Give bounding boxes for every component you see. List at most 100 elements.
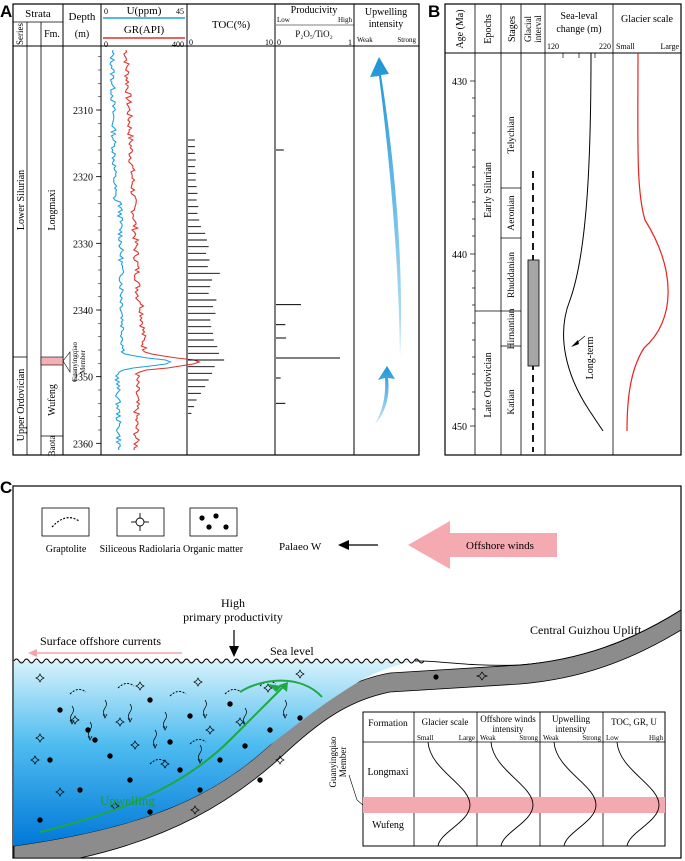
sinking-arrowhead xyxy=(162,725,168,731)
glacial-interval-box xyxy=(527,259,540,367)
gr-axis-min: 0 xyxy=(104,40,108,49)
graptolite-particle xyxy=(259,680,277,687)
radiolaria-particle xyxy=(55,787,65,797)
trend-curve-upwelling xyxy=(553,741,597,847)
radiolaria-particle xyxy=(190,805,200,815)
offshore-winds-label: Offshore winds xyxy=(466,540,534,552)
organic-matter-dot xyxy=(57,707,63,713)
stage-telychian: Telychian xyxy=(507,116,517,154)
sinking-particle-arrow xyxy=(163,711,167,729)
guanyingqiao-band-c xyxy=(363,797,665,813)
gr-curve xyxy=(123,49,201,451)
organic-matter-dot xyxy=(267,727,273,733)
glacier-large: Large xyxy=(660,42,679,51)
radiolaria-particle xyxy=(235,717,245,727)
upw-weak: Weak xyxy=(357,36,373,44)
productivity-bars xyxy=(276,149,340,404)
radiolaria-particle xyxy=(130,740,140,750)
header-stages: Stages xyxy=(507,16,518,42)
trend-curve-winds xyxy=(490,741,534,847)
panel-b-label: B xyxy=(428,2,440,21)
toc-axis-min: 0 xyxy=(189,38,193,47)
header-u: U(ppm) xyxy=(127,5,162,17)
productivity-high: High xyxy=(221,596,245,610)
organic-matter-dot xyxy=(127,777,133,783)
productivity-arrow-icon xyxy=(229,646,239,657)
sinking-arrowhead xyxy=(152,743,158,749)
header-sea2: change (m) xyxy=(556,24,601,35)
sinking-particle-arrow xyxy=(203,699,207,717)
radiolaria-particle xyxy=(135,681,145,691)
radiolaria-particle xyxy=(35,733,45,743)
table-formation: Formation xyxy=(368,719,408,729)
header-toc: TOC(%) xyxy=(212,19,251,31)
graptolite-particle xyxy=(69,688,87,695)
col-toc-lo: Low xyxy=(606,734,620,742)
gr-axis-max: 400 xyxy=(172,40,184,49)
organic-matter-dot xyxy=(187,713,193,719)
upwelling-label: Upwelling xyxy=(100,793,155,808)
surface-currents-label: Surface offshore currents xyxy=(40,634,161,648)
series-upper-ordovician: Upper Ordovician xyxy=(16,369,27,441)
col-glacier: Glacier scale xyxy=(422,717,469,727)
panel-b-frame xyxy=(444,3,682,456)
fm-wufeng: Wufeng xyxy=(47,384,58,416)
header-productivity: Producivity xyxy=(291,5,338,16)
stage-hirnantian: Hirnantian xyxy=(507,308,517,349)
fm-baota: Baota xyxy=(47,436,57,457)
radiolaria-particle xyxy=(263,683,273,693)
graptolite-particle xyxy=(117,682,135,689)
organic-matter-dot xyxy=(167,739,173,745)
header-sea1: Sea-leval xyxy=(560,11,597,22)
organic-matter-dot xyxy=(107,753,113,759)
member-c-2: Member xyxy=(338,747,348,778)
header-interval: interval xyxy=(533,15,543,43)
u-axis-min: 0 xyxy=(104,7,108,16)
radiolaria-particle xyxy=(30,755,40,765)
organic-matter-dot xyxy=(257,777,263,783)
trend-table: Formation Glacier scale Small Large Offs… xyxy=(362,711,666,847)
depth-tick-label: 2360 xyxy=(73,439,93,450)
col-winds-lo: Weak xyxy=(480,734,496,742)
row-longmaxi: Longmaxi xyxy=(367,767,408,778)
sea-level-curve xyxy=(563,52,604,432)
epoch-early-silurian: Early Silurian xyxy=(483,162,494,218)
sinking-particle-arrow xyxy=(128,703,132,721)
panel-c: C Graptolite Siliceous Radiolaria Organi… xyxy=(0,478,682,859)
header-depth-unit: (m) xyxy=(75,29,89,40)
col-winds: Offshore winds xyxy=(480,714,536,724)
depth-tick-label: 2350 xyxy=(73,373,93,384)
organic-matter-dot xyxy=(147,809,153,815)
legend: Graptolite Siliceous Radiolaria Organic … xyxy=(41,507,244,555)
member-c-1: Guanyingqiao xyxy=(328,736,338,787)
header-glacier: Glacier scale xyxy=(621,14,673,25)
sinking-particle-arrow xyxy=(153,729,157,747)
header-epochs: Epochs xyxy=(483,14,494,44)
graptolite-particle xyxy=(189,738,207,745)
header-fm: Fm. xyxy=(44,29,60,40)
header-glacial: Glacial xyxy=(523,16,533,42)
glacier-small: Small xyxy=(616,42,635,51)
long-term-label: Long-term xyxy=(585,336,596,379)
panel-b: B Age (Ma) Epochs Stages Glacial interva… xyxy=(428,2,682,456)
radiolaria-particle xyxy=(160,759,170,769)
radiolaria-particle xyxy=(205,725,215,735)
organic-matter-dot xyxy=(217,757,223,763)
graptolite-icon xyxy=(51,517,80,528)
col-toc: TOC, GR, U xyxy=(611,717,657,727)
glacier-scale-curve xyxy=(626,52,669,432)
organic-matter-dot xyxy=(177,767,183,773)
trend-curve-toc xyxy=(616,741,660,847)
organic-matter-dot xyxy=(227,701,233,707)
panel-a: A Strata Series Fm. Depth (m) U(ppm) 0 4… xyxy=(0,2,420,457)
basin-particles xyxy=(30,669,305,823)
upwelling-arrow-lower xyxy=(375,366,395,424)
sinking-arrowhead xyxy=(87,735,93,741)
radiolaria-particle xyxy=(193,677,203,687)
sea-min: 120 xyxy=(547,42,559,51)
panel-a-label: A xyxy=(0,2,12,21)
sinking-particle-arrow xyxy=(70,705,74,723)
sinking-particle-arrow xyxy=(198,744,202,762)
